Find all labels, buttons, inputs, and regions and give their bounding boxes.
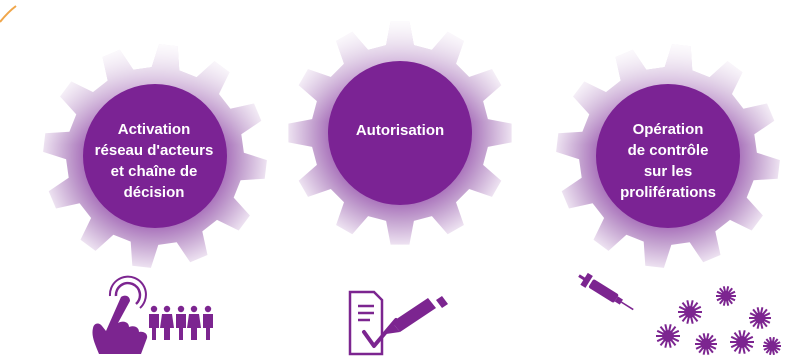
label-line: proliférations bbox=[620, 184, 716, 201]
cell-icon bbox=[695, 333, 717, 355]
label-line: Opération bbox=[632, 121, 704, 138]
gear-center-disc bbox=[328, 61, 472, 205]
gear-label-operation-controle: Opération de contrôle sur les prolifération… bbox=[580, 119, 756, 203]
cell-icon bbox=[678, 300, 702, 324]
label-line: et chaîne de bbox=[110, 163, 198, 180]
label-line: décision bbox=[123, 184, 185, 201]
gear-label-activation: Activation réseau d'acteurs et chaîne de dé… bbox=[66, 119, 242, 203]
gear-activation bbox=[43, 44, 267, 268]
cell-icon bbox=[763, 336, 781, 356]
label-line: Autorisation bbox=[355, 122, 445, 139]
hand-touch-and-people-icon bbox=[92, 275, 213, 354]
gear-label-autorisation: Autorisation bbox=[312, 120, 488, 141]
cell-icon bbox=[656, 324, 680, 348]
corner-accent-icon bbox=[0, 5, 17, 23]
label-line: réseau d'acteurs bbox=[94, 142, 214, 159]
gear-center-disc bbox=[83, 84, 227, 228]
cell-icon bbox=[730, 330, 754, 354]
syringe-and-cells-icon bbox=[578, 272, 781, 356]
gear-center-disc bbox=[596, 84, 740, 228]
document-signature-icon bbox=[348, 290, 448, 356]
label-line: de contrôle bbox=[627, 142, 709, 159]
label-line: Activation bbox=[117, 121, 191, 138]
label-line: sur les bbox=[643, 163, 693, 180]
gear-autorisation bbox=[288, 21, 512, 245]
cell-icon bbox=[749, 307, 771, 329]
cell-icon bbox=[716, 286, 736, 306]
gear-operation bbox=[556, 44, 780, 268]
